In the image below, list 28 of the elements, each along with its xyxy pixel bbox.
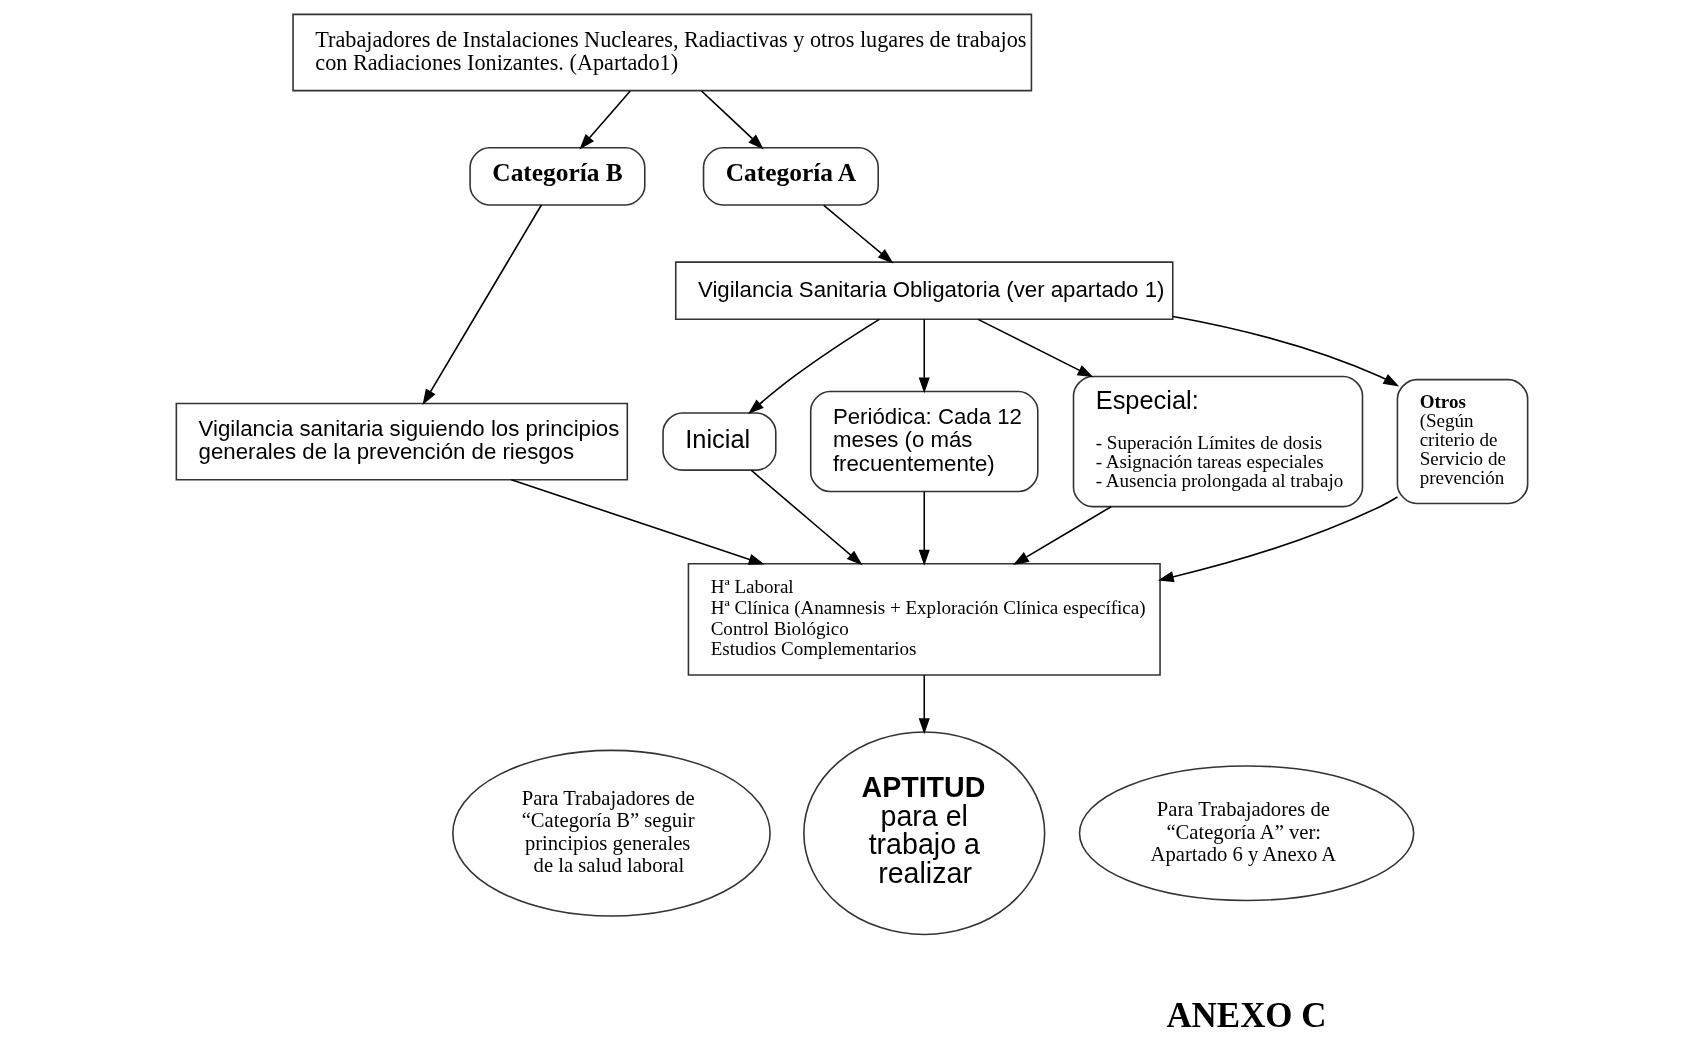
node-box: Hª Laboral Hª Clínica (Anamnesis + Exploración Clínica específica) Control Biológico Estudios Complementarios [687, 563, 1161, 676]
arrow [422, 204, 543, 406]
arrow [1157, 496, 1399, 583]
arrow [748, 318, 881, 415]
label: ANEXO C [1166, 996, 1327, 1036]
arrow [700, 90, 764, 150]
node-box: Trabajadores de Instalaciones Nucleares, Radiactivas y otros lugares de trabajos con Radiaciones Ionizantes. (Apartado1) [292, 13, 1033, 92]
arrow [579, 90, 632, 150]
node-ellipse: APTITUD para el trabajo a realizar [803, 731, 1046, 936]
arrow [510, 478, 765, 565]
node-box: Periódica: Cada 12 meses (o más frecuentemente) [809, 390, 1039, 493]
node-box: Vigilancia sanitaria siguiendo los principios generales de la prevención de riesgos [175, 402, 629, 481]
arrow [918, 491, 930, 566]
node-box: Categoría A [702, 147, 879, 206]
arrow [823, 204, 894, 264]
node-box: Categoría B [469, 147, 646, 206]
arrow [977, 318, 1094, 378]
node-box: Otros (Según criterio de Servicio de prevención [1396, 378, 1529, 505]
arrow [918, 674, 930, 735]
node-box: Especial: - Superación Límites de dosis - Asignación tareas especiales - Ausencia prolongada al trabajo [1072, 375, 1364, 508]
node-ellipse: Para Trabajadores de “Categoría A” ver: Apartado 6 y Anexo A [1078, 765, 1415, 902]
arrow [750, 469, 863, 566]
node-box: Vigilancia Sanitaria Obligatoria (ver apartado 1) [674, 261, 1174, 321]
arrow [1172, 315, 1400, 387]
arrow [1013, 505, 1112, 566]
node-box: Inicial [662, 412, 777, 471]
arrow [918, 318, 930, 394]
node-ellipse: Para Trabajadores de “Categoría B” seguir principios generales de la salud laboral [452, 749, 771, 917]
